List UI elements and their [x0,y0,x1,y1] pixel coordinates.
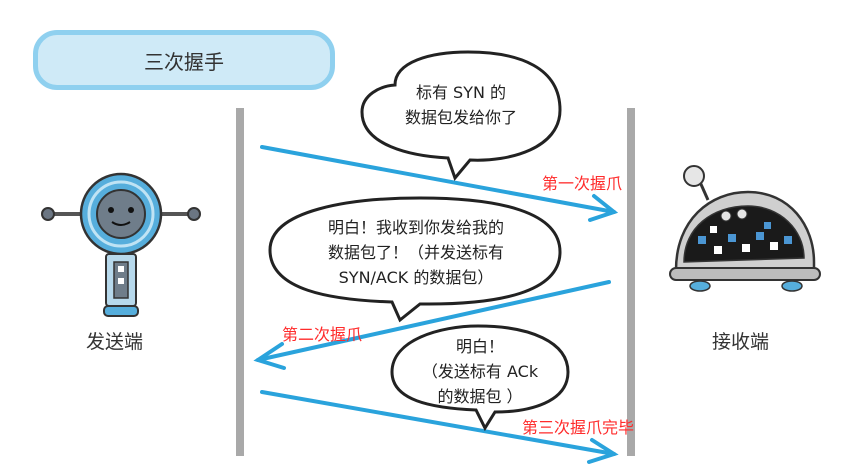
bubble-3-line: （发送标有 ACk [421,362,539,381]
bubble-2-line: 明白！我收到你发给我的 [327,218,504,237]
step-2-label: 第二次握爪 [282,325,363,344]
bubble-2-text: 明白！我收到你发给我的 数据包了！（并发送标有 SYN/ACK 的数据包） [278,215,554,290]
sender-label: 发送端 [86,331,144,353]
speech-bubble-1 [360,50,562,181]
page-title-box: 三次握手 [33,30,335,90]
bubble-1-line: 数据包发给你了 [404,108,517,127]
bubble-1-text: 标有 SYN 的 数据包发给你了 [368,80,554,130]
rover-robot-icon [669,165,821,292]
syn-arrow [260,145,619,222]
speech-bubble-2 [268,196,562,323]
bubble-3-line: 的数据包 ） [437,387,523,406]
syn-ack-arrow [253,280,611,370]
bubble-3-line: 明白！ [455,337,504,356]
robot-icon [41,172,201,317]
bubble-2-line: 数据包了！（并发送标有 [327,243,504,262]
bubble-3-text: 明白！ （发送标有 ACk 的数据包 ） [398,334,562,409]
sender-timeline [236,108,244,456]
bubble-1-line: 标有 SYN 的 [415,83,507,102]
page-title: 三次握手 [144,49,224,74]
receiver-timeline [627,108,635,456]
ack-arrow [260,390,619,464]
step-1-label: 第一次握爪 [542,174,623,193]
receiver-label: 接收端 [712,331,770,353]
speech-bubble-3 [390,324,570,432]
step-3-label: 第三次握爪完毕 [522,418,635,437]
bubble-2-line: SYN/ACK 的数据包） [338,268,494,287]
